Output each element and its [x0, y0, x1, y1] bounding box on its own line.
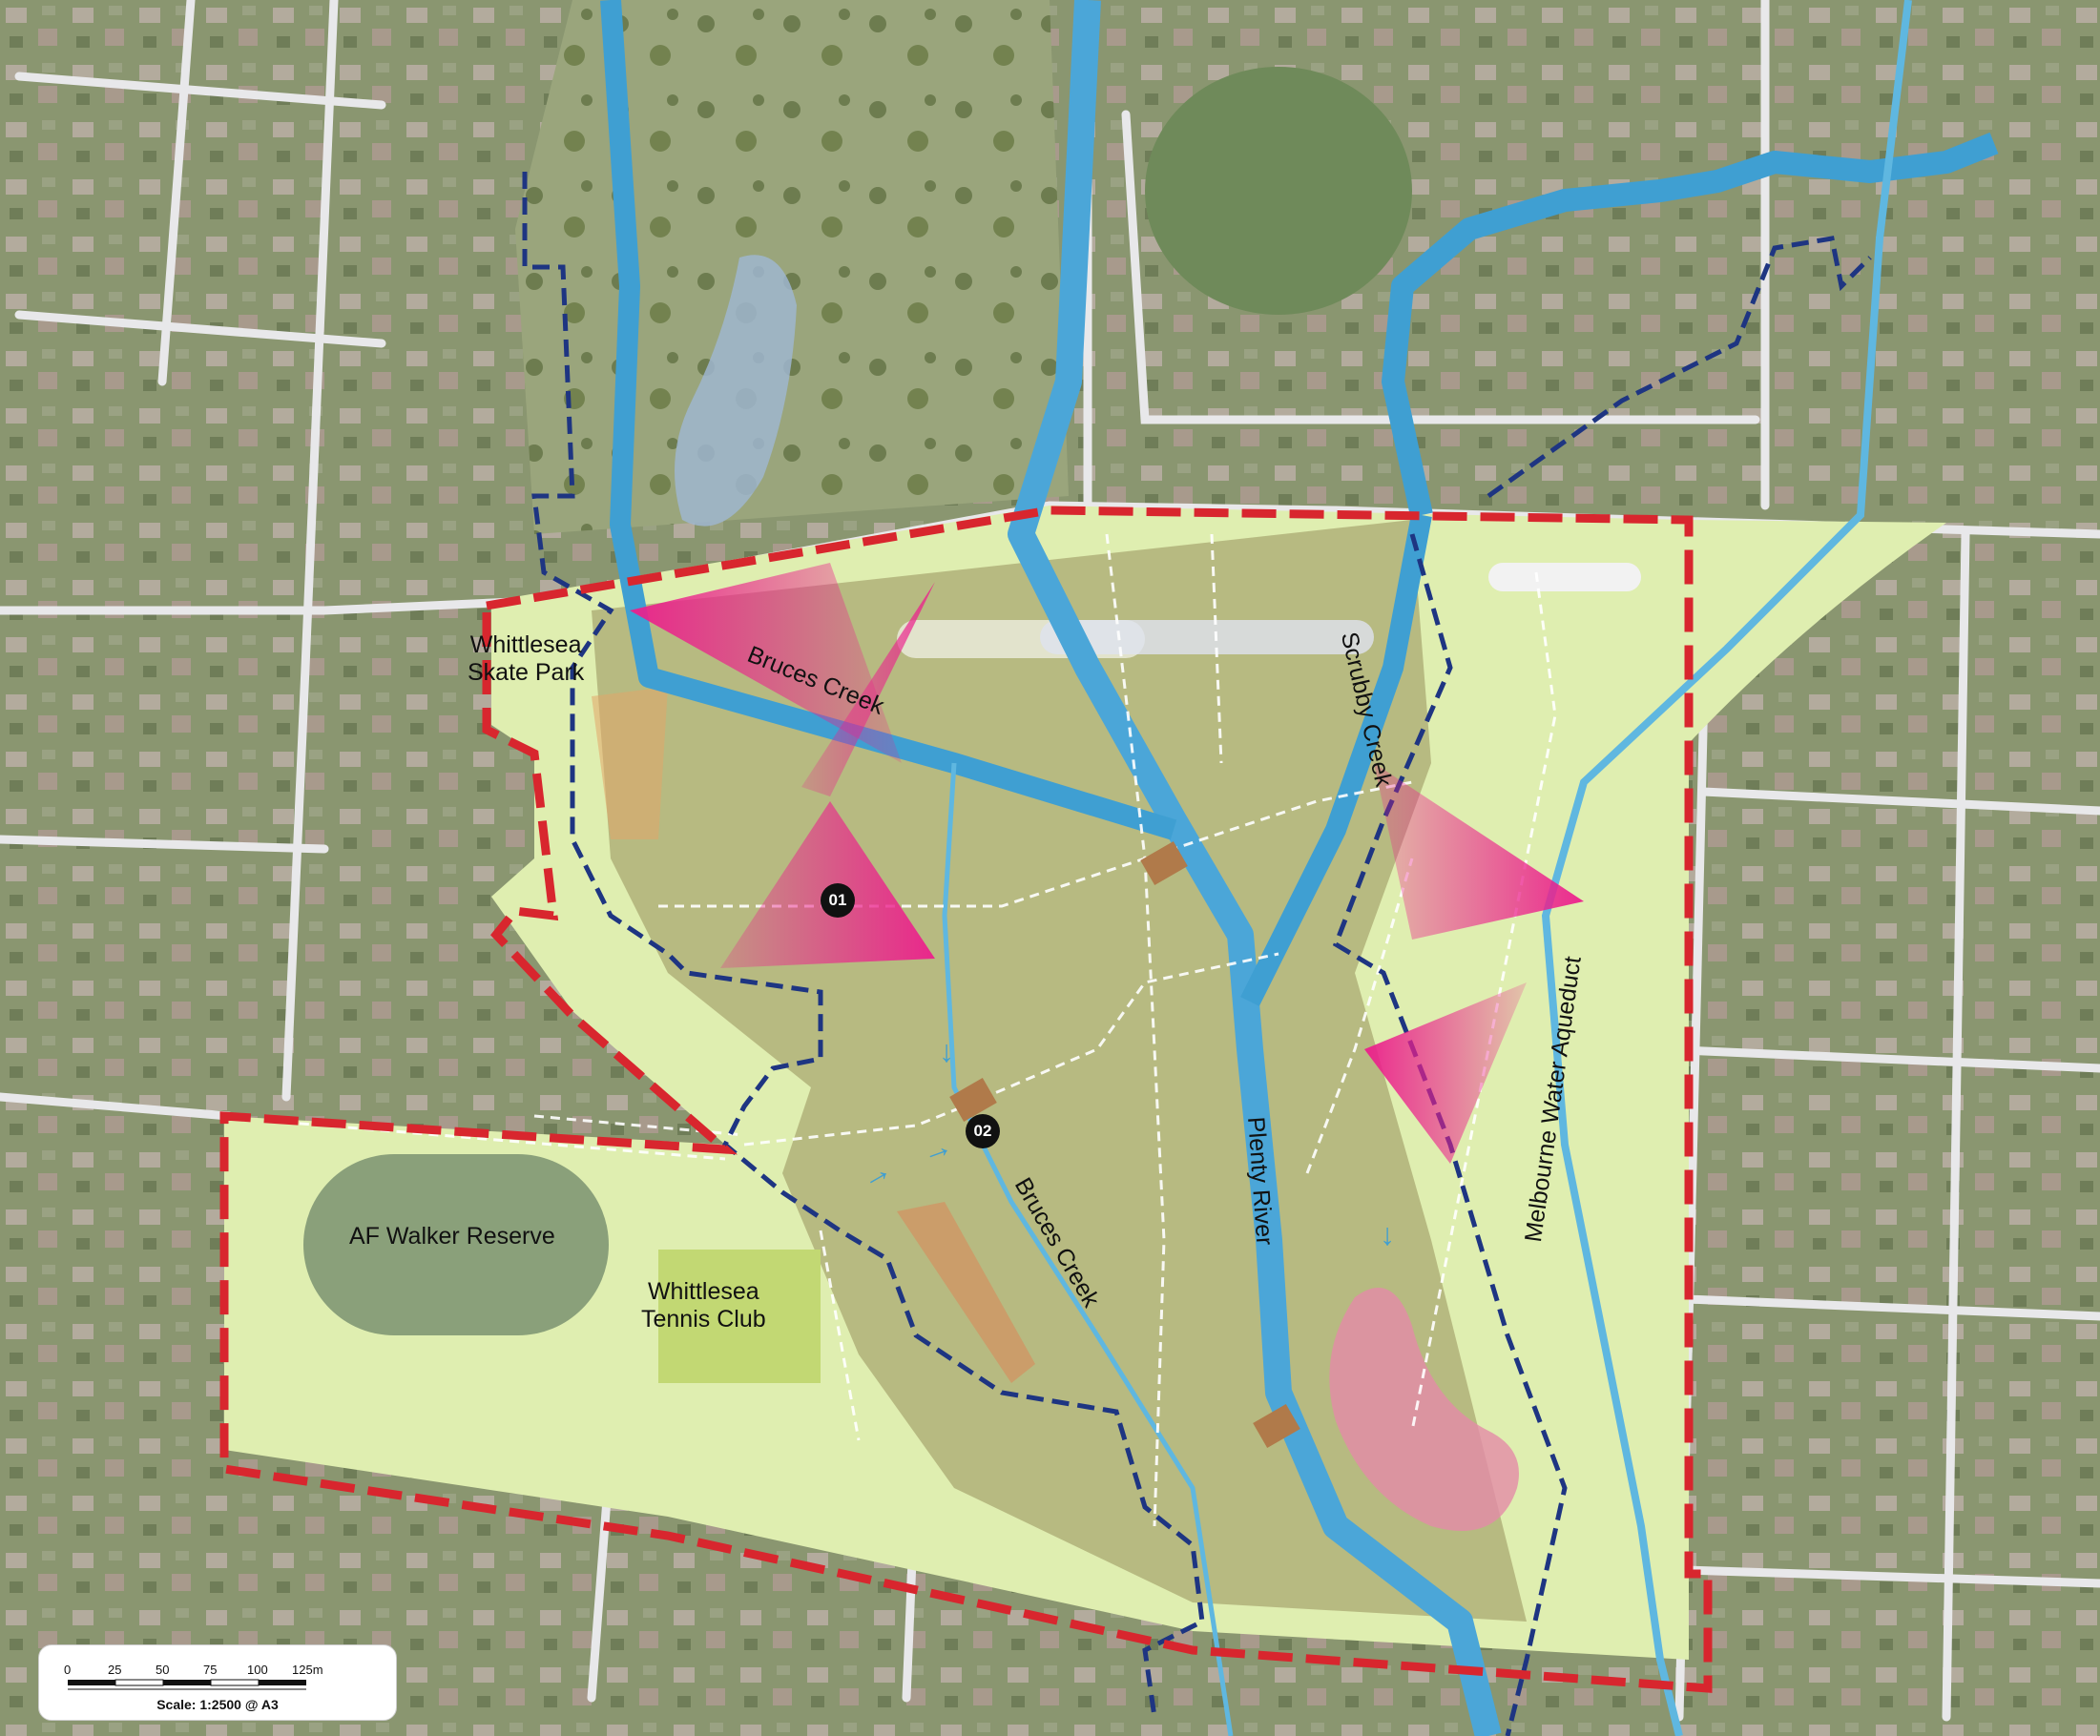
car-park-north-east [1040, 620, 1374, 654]
label-skate-park: Whittlesea Skate Park [468, 631, 584, 687]
site-boundary [219, 506, 1713, 1693]
af-walker-oval-shape [303, 1154, 609, 1335]
marker-01[interactable]: 01 [821, 883, 855, 918]
northern-reserve [515, 0, 1069, 534]
flood-extent-boundary-east [1487, 236, 1872, 499]
scale-bar-graphic [68, 1679, 306, 1690]
pink-wetland [1329, 1288, 1519, 1531]
view-cone-centre [720, 801, 935, 968]
label-af-walker-reserve: AF Walker Reserve [349, 1223, 555, 1250]
view-cone-east [1374, 763, 1584, 940]
north-oval [1145, 67, 1412, 315]
scrubby-creek-channel [1240, 512, 1432, 1006]
pond-shape-east [1488, 563, 1641, 591]
arrow-icon: ↓ [1380, 1217, 1395, 1251]
label-tennis-club: Whittlesea Tennis Club [641, 1278, 766, 1333]
flood-extent-boundary-river [1332, 533, 1568, 1736]
view-cone-north-west [630, 563, 902, 763]
scale-tick: 75 [203, 1663, 218, 1677]
aqueduct-channel [1541, 0, 1912, 1736]
creek-valley-shading [592, 520, 1527, 1622]
tennis-courts [658, 1250, 821, 1383]
aqueduct-strip [1679, 520, 1946, 1660]
footbridges [949, 841, 1300, 1448]
marker-02[interactable]: 02 [966, 1114, 1000, 1148]
view-cone-north [801, 582, 935, 796]
scrubby-creek-upper [1382, 132, 1999, 518]
scale-tick: 100 [247, 1663, 268, 1677]
sediment-zone-north [592, 687, 668, 839]
sediment-zone-south [897, 1202, 1035, 1383]
label-skate-park-line2: Skate Park [468, 659, 585, 686]
scale-tick: 25 [108, 1663, 122, 1677]
scale-tick: 50 [156, 1663, 170, 1677]
scale-caption: Scale: 1:2500 @ A3 [156, 1697, 279, 1712]
scale-tick: 0 [64, 1663, 72, 1677]
label-tennis-club-line1: Whittlesea [647, 1278, 759, 1305]
view-cone-east-lower [1364, 982, 1527, 1164]
bruces-creek-south-channel [942, 762, 1234, 1736]
arrow-icon: ↓ [939, 1034, 954, 1068]
label-tennis-club-line2: Tennis Club [641, 1306, 766, 1333]
label-skate-park-line1: Whittlesea [469, 631, 582, 658]
scale-bar: 0 25 50 75 100 125m Scale: 1:2500 @ A3 [38, 1644, 397, 1721]
north-wetland-pond [675, 255, 797, 527]
bruces-creek-channel [600, 0, 1177, 840]
scale-tick: 125m [292, 1663, 323, 1677]
flood-extent-boundary [522, 172, 1205, 1718]
